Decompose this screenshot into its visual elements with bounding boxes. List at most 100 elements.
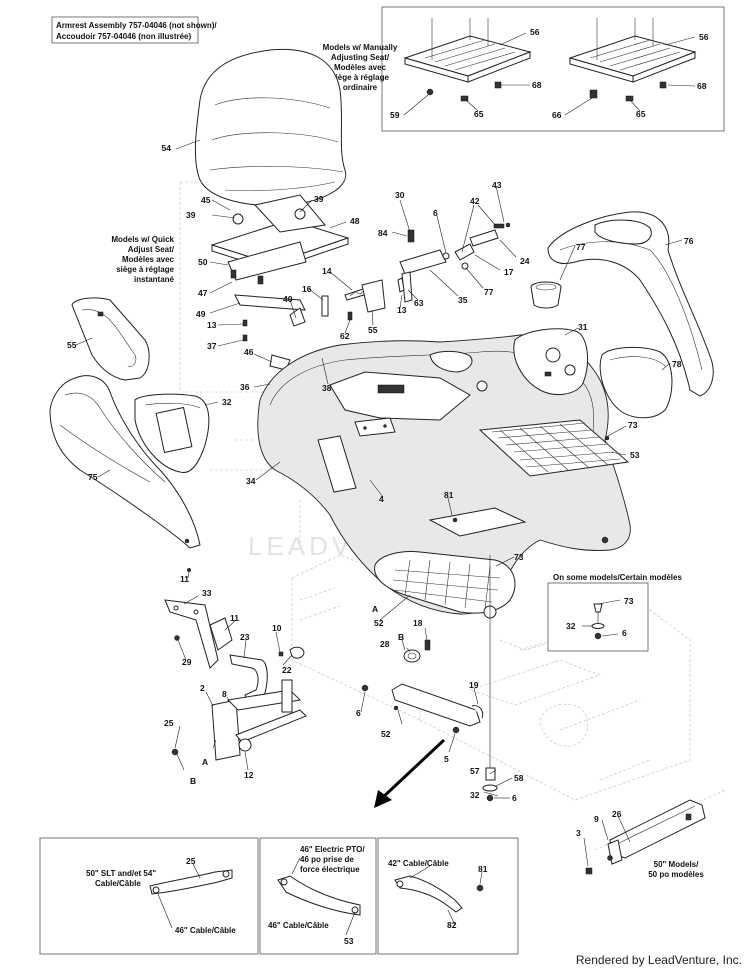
callout-39-b: 39 [314,194,324,204]
callout-3: 3 [576,828,581,838]
cable-box-middle: 46" Electric PTO/ 46 po prise de force é… [259,837,377,955]
callout-6-a: 6 [433,208,438,218]
left-console-panel [134,393,210,474]
callout-16: 16 [302,284,312,294]
callout-62: 62 [340,331,350,341]
quick-seat-note-line-4: siège à réglage [116,265,174,274]
callout-4: 4 [379,494,384,504]
quick-seat-note: Models w/ Quick Adjust Seat/ Modèles ave… [111,235,174,284]
callout-29: 29 [182,657,192,667]
callout-59: 59 [390,110,400,120]
callout-81: 81 [478,864,488,874]
seat [194,48,347,207]
callout-35: 35 [458,295,468,305]
callout-68-a: 73 [628,420,638,430]
callout-45: 46 [244,347,254,357]
callout-14-a: 13 [207,320,217,330]
seat-plate-right [568,18,697,102]
center-linkage [361,639,484,734]
callout-41: 42 [470,196,480,206]
callout-56-b: 56 [699,32,709,42]
callout-26: 26 [612,809,622,819]
callout-65-a: 65 [474,109,484,119]
callout-6-d: 6 [622,628,627,638]
callout-6-c: 6 [512,793,517,803]
callout-11-a: 11 [180,574,189,584]
callout-10: 10 [272,623,282,633]
cable-box-left: 50" SLT and/et 54" Cable/Câble 46" Cable… [39,837,259,955]
callout-34: 34 [246,476,256,486]
pto-note-line-3: force électrique [300,865,360,874]
callout-54: 55 [368,325,378,335]
callout-23: 23 [240,632,250,642]
main-body [257,334,631,619]
callout-66: 66 [552,110,562,120]
callout-21: 24 [520,256,530,266]
quick-seat-note-line-1: Models w/ Quick [111,235,174,244]
callout-73: 75 [88,472,98,482]
callout-46: 48 [350,216,360,226]
quick-seat-note-line-5: instantané [134,275,175,284]
point-a-upper: A [372,604,378,614]
callout-65-b: 65 [636,109,646,119]
some-models-box: On some models/Certain modèles [547,573,682,652]
manual-seat-note-line-3: Modèles avec [334,63,387,72]
callout-32-a: 32 [470,790,480,800]
cable-46-note: 46" Cable/Câble [175,926,236,935]
callout-14-b: 13 [397,305,407,315]
callout-19: 19 [469,680,479,690]
lift-linkage [164,567,307,771]
cable-46-b-note: 46" Cable/Câble [268,921,329,930]
callout-8: 8 [222,689,227,699]
callout-6-b: 6 [356,708,361,718]
callout-31: 31 [578,322,588,332]
callout-24: 28 [380,639,390,649]
pto-note-line-2: 46 po prise de [300,855,354,864]
callout-43: 45 [201,195,211,205]
cup-holder [530,281,562,309]
armrest-note-line-1: Armrest Assembly 757-04046 (not shown)/ [56,21,217,30]
callout-49: 54 [162,143,172,153]
manual-seat-note-line-5: ordinaire [343,83,378,92]
callout-67-b: 68 [697,81,707,91]
callout-5: 5 [444,754,449,764]
callout-67-a: 68 [532,80,542,90]
callout-17: 17 [504,267,514,277]
callout-38: 38 [322,383,332,393]
some-models-note: On some models/Certain modèles [553,573,682,582]
detail-arrow [374,738,446,808]
callout-28: 30 [395,190,405,200]
cable-42-note: 42" Cable/Câble [388,859,449,868]
manual-seat-note-line-4: siège à réglage [331,73,389,82]
cable-50-note-line-2: Cable/Câble [95,879,141,888]
seat-plate-left [403,18,532,102]
left-console-pod [71,297,150,381]
callout-58: 58 [514,773,524,783]
point-a-lower: A [202,757,208,767]
manual-seat-box: Models w/ Manually Adjusting Seat/ Modèl… [323,6,725,132]
callout-32-b: 32 [566,621,576,631]
left-fender [49,375,201,549]
point-labels: A B A B [190,604,404,786]
callout-39-a: 39 [186,210,196,220]
armrest-note-box: Armrest Assembly 757-04046 (not shown)/ … [51,16,217,44]
fifty-models-note-line-2: 50 po modèles [648,870,704,879]
callout-11-b: 11 [230,613,239,623]
callout-2: 2 [200,683,205,693]
callout-56-a: 56 [530,27,540,37]
callout-48: 50 [198,257,208,267]
leader-lines [75,32,696,936]
callout-40: 40 [283,294,293,304]
part-number-callouts: 54 56 56 68 68 59 66 65 65 45 39 39 48 5… [67,27,709,946]
callout-74: 76 [684,236,694,246]
callout-82: 82 [447,920,457,930]
right-fender-cover [599,347,673,419]
callout-20: 22 [282,665,292,675]
callout-30: 32 [222,397,232,407]
latch-bracket-parts [397,222,511,303]
callout-57: 57 [470,766,480,776]
manual-seat-note-line-1: Models w/ Manually [323,43,398,52]
callout-63: 63 [414,298,424,308]
callout-76: 81 [444,490,454,500]
